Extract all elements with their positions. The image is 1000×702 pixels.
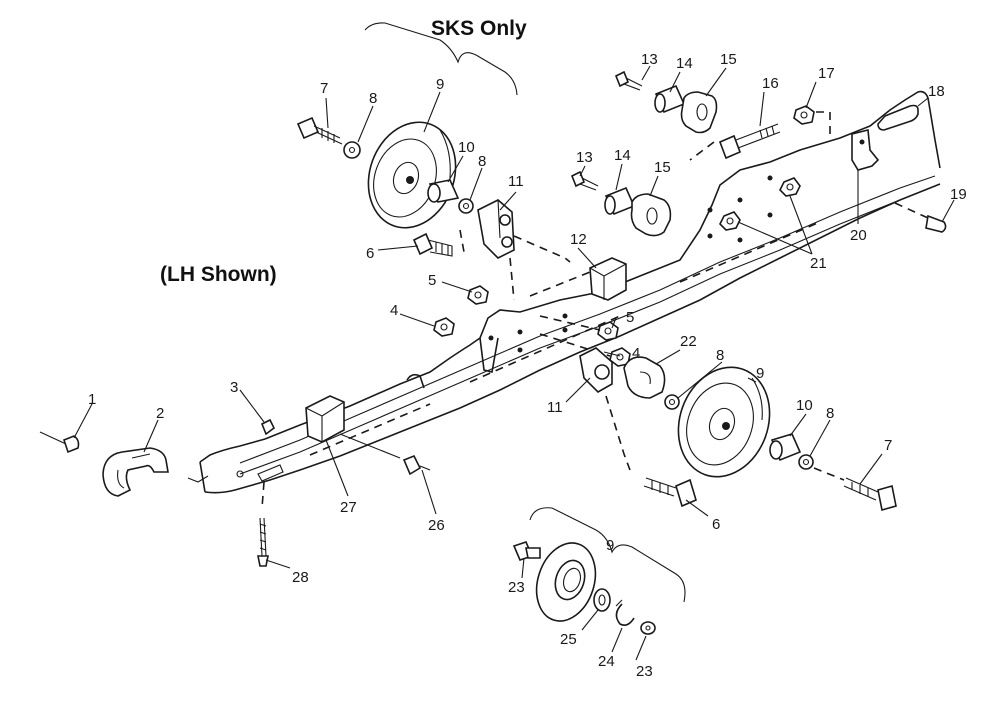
screw-28 [257,481,269,567]
callout-8: 8 [478,153,486,170]
slider-block-27 [305,395,345,443]
bumper-block-15-middle [630,193,672,237]
clip-3 [260,418,276,436]
callout-12: 12 [570,231,587,248]
bearing-25 [593,588,611,612]
callout-9: 9 [606,537,614,554]
callout-8: 8 [716,347,724,364]
bolt-23-right [640,621,656,635]
callout-7: 7 [320,80,328,97]
nut-21-lower [719,211,741,231]
lower-wheel-bracket [529,507,686,603]
callout-1: 1 [88,391,96,408]
callout-9: 9 [436,76,444,93]
sks-only-heading: SKS Only [431,17,527,40]
callout-20: 20 [850,227,867,244]
snap-ring-24 [615,599,635,626]
slide-bracket-12 [589,257,627,301]
bolt-7-left [296,116,343,145]
bumper-22 [623,356,666,399]
callout-7: 7 [884,437,892,454]
callout-19: 19 [950,186,967,203]
callout-6: 6 [366,245,374,262]
callout-3: 3 [230,379,238,396]
bolt-23-left [512,541,541,561]
callout-25: 25 [560,631,577,648]
callout-4: 4 [632,345,640,362]
callout-5: 5 [626,309,634,326]
callout-9: 9 [756,365,764,382]
washer-8-left [343,141,361,159]
callout-6: 6 [712,516,720,533]
idler-wheel-9-detail [535,542,597,622]
callout-5: 5 [428,272,436,289]
callout-18: 18 [928,83,945,100]
callout-21: 21 [810,255,827,272]
callout-14: 14 [676,55,693,72]
callout-15: 15 [654,159,671,176]
callout-10: 10 [458,139,475,156]
callout-23: 23 [636,663,653,680]
nut-5-upper [467,285,489,305]
callout-17: 17 [818,65,835,82]
nut-21 [779,177,801,197]
bolt-7-right [813,467,897,512]
bolt-6-lower [643,477,697,508]
sks-only-bracket [364,22,518,96]
rivet-26 [339,433,431,476]
bolt-13-middle [570,170,599,191]
bracket-12-leader [529,271,591,297]
callout-14: 14 [614,147,631,164]
callout-13: 13 [576,149,593,166]
bolt-16 [718,123,781,160]
callout-16: 16 [762,75,779,92]
lh-shown-heading: (LH Shown) [160,263,277,286]
rail-end-plug [39,431,80,454]
spacer-10-lower [769,433,802,462]
axle-bracket-11-lower [579,347,613,393]
leader-lines [73,65,955,661]
axle-bracket-11-upper [477,199,515,259]
callout-10: 10 [796,397,813,414]
washer-8-middle [664,394,680,410]
bushing-14-top [654,84,686,114]
callout-24: 24 [598,653,615,670]
callout-2: 2 [156,405,164,422]
callout-27: 27 [340,499,357,516]
callout-8: 8 [826,405,834,422]
bolt-6-upper [412,232,453,257]
rail-tip-bumper [102,447,169,497]
callout-13: 13 [641,51,658,68]
bumper-block-15-top [680,91,718,134]
bolt-13-top [614,70,643,91]
callout-numbers: 1 2 3 4 4 5 5 6 6 7 7 8 8 8 8 9 9 9 10 1… [88,51,967,680]
callout-22: 22 [680,333,697,350]
callout-11: 11 [508,173,524,190]
nut-4-upper [433,317,455,337]
washer-8-lower [798,454,814,470]
callout-15: 15 [720,51,737,68]
skid-rail [187,90,941,494]
callout-11: 11 [547,399,563,416]
bushing-14-middle [604,186,636,216]
callout-8: 8 [369,90,377,107]
callout-4: 4 [390,302,398,319]
washer-8-upper [458,198,474,214]
callout-26: 26 [428,517,445,534]
callout-23: 23 [508,579,525,596]
nut-17 [793,105,815,125]
rear-pin-19 [925,214,947,233]
idler-wheel-9-lower [677,366,771,478]
spacer-10-upper [427,179,460,203]
callout-28: 28 [292,569,309,586]
